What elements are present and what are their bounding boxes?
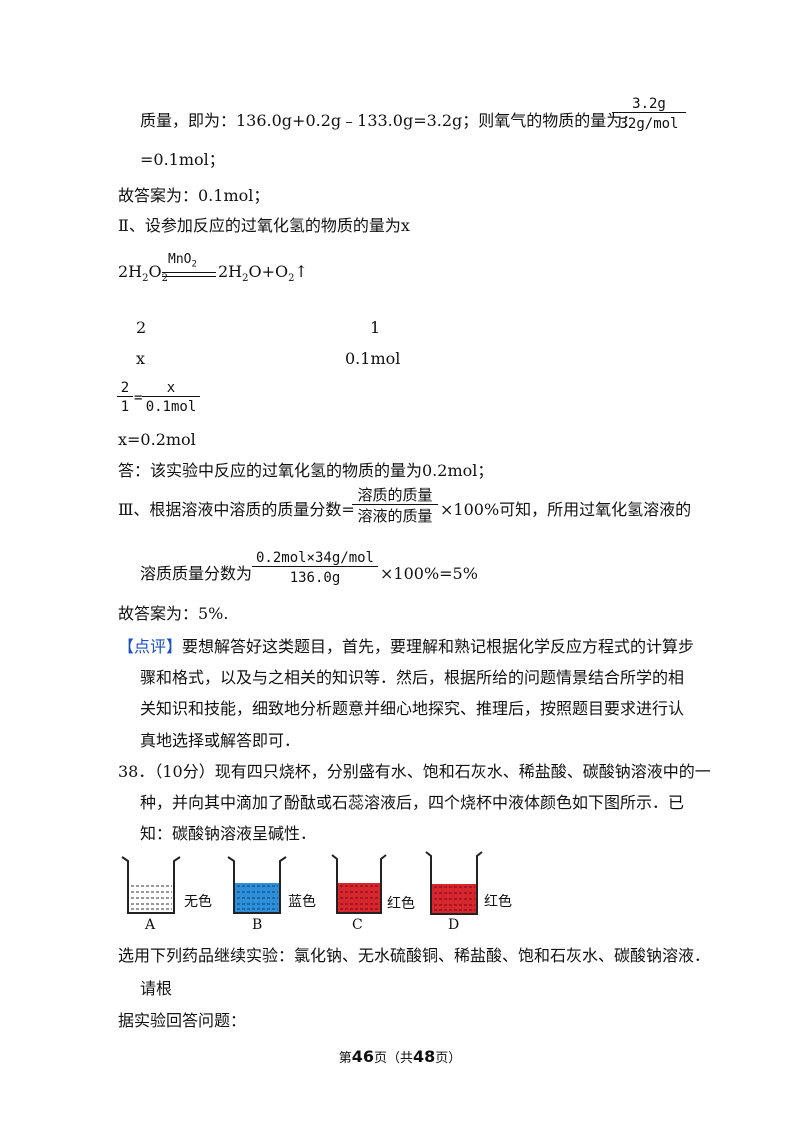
beaker-b — [227, 856, 287, 914]
text-line: =0.1mol； — [140, 150, 225, 169]
beaker-c — [331, 854, 387, 914]
beaker-letter: D — [448, 917, 460, 933]
fraction-numerator: x — [166, 380, 176, 396]
beaker-letter: C — [352, 917, 363, 933]
comment-line: 关知识和技能，细致地分析题意并细心地探究、推理后，按照题目要求进行认 — [140, 699, 685, 718]
fraction-denominator: 0.1mol — [145, 399, 197, 415]
comment-line: 【点评】要想解答好这类题目，首先，要理解和熟记根据化学反应方程式的计算步 — [118, 637, 695, 656]
fraction-denominator: 1 — [120, 399, 130, 415]
text-line: 答：该实验中反应的过氧化氢的物质的量为0.2mol； — [118, 461, 494, 480]
reaction-equals — [162, 272, 216, 277]
text-line: 选用下列药品继续实验：氯化钠、无水硫酸铜、稀盐酸、饱和石灰水、碳酸钠溶液． — [118, 946, 711, 965]
fraction-numerator: 0.2mol×34g/mol — [255, 550, 374, 566]
equals-sign: = — [134, 390, 143, 406]
ratio-value: 1 — [370, 318, 381, 337]
beaker-a — [121, 856, 181, 914]
equation-products: 2H2O+O2↑ — [218, 262, 308, 285]
ratio-value: 2 — [136, 318, 147, 337]
text-line: x=0.2mol — [118, 430, 196, 449]
text-line: ×100%=5% — [380, 564, 478, 583]
fraction: 3.2g 32g/mol — [612, 96, 686, 132]
comment-line: 真地选择或解答即可． — [140, 731, 301, 750]
liquid-c — [338, 883, 380, 912]
text-line: 据实验回答问题： — [118, 1011, 247, 1030]
fraction-denominator: 32g/mol — [619, 116, 679, 132]
beaker-d — [425, 851, 483, 915]
text-line: 故答案为：5%. — [118, 604, 229, 623]
question-line: 知：碳酸钠溶液呈碱性． — [140, 824, 317, 843]
beaker-color-label: 红色 — [387, 896, 415, 912]
text-line: 质量，即为：136.0g+0.2g﹣133.0g=3.2g；则氧气的物质的量为： — [140, 111, 639, 130]
comment-tag: 【点评】 — [118, 637, 183, 656]
fraction: 溶质的质量 溶液的质量 — [352, 486, 438, 525]
fraction-bar — [352, 504, 438, 505]
beaker-letter: A — [145, 917, 156, 933]
text-line: 故答案为：0.1mol； — [118, 186, 270, 205]
fraction-denominator: 溶液的质量 — [357, 507, 433, 525]
ratio-value: x — [136, 349, 146, 368]
fraction: 0.2mol×34g/mol 136.0g — [252, 550, 378, 586]
fraction-bar — [117, 396, 133, 397]
text-line: 请根 — [140, 979, 173, 998]
beaker-color-label: 蓝色 — [288, 894, 316, 910]
fraction-bar — [142, 396, 200, 397]
beaker-color-label: 红色 — [484, 894, 512, 910]
text-line: Ⅱ、设参加反应的过氧化氢的物质的量为x — [118, 216, 410, 235]
ratio-value: 0.1mol — [345, 349, 401, 368]
beaker-letter: B — [252, 917, 263, 933]
text-line: Ⅲ、根据溶液中溶质的质量分数= — [118, 500, 355, 519]
fraction-bar — [252, 566, 378, 567]
fraction-numerator: 溶质的质量 — [357, 486, 433, 504]
fraction-denominator: 136.0g — [289, 570, 341, 586]
equation-reactant: 2H2O2 — [118, 262, 169, 285]
catalyst-label: MnO2 — [168, 252, 197, 270]
comment-line: 骤和格式，以及与之相关的知识等．然后，根据所给的问题情景结合所学的相 — [140, 668, 685, 687]
text-line: 溶质质量分数为 — [140, 564, 253, 583]
beaker-color-label: 无色 — [184, 894, 212, 910]
question-line: 种，并向其中滴加了酚酞或石蕊溶液后，四个烧杯中液体颜色如下图所示．已 — [140, 793, 685, 812]
fraction-numerator: 2 — [120, 380, 130, 396]
page-number: 第46页（共48页） — [338, 1047, 462, 1066]
fraction-bar — [612, 112, 686, 113]
text-line: ×100%可知，所用过氧化氢溶液的 — [440, 500, 692, 519]
question-line: 38．（10分）现有四只烧杯，分别盛有水、饱和石灰水、稀盐酸、碳酸钠溶液中的一 — [118, 762, 711, 781]
fraction-numerator: 3.2g — [632, 96, 666, 112]
